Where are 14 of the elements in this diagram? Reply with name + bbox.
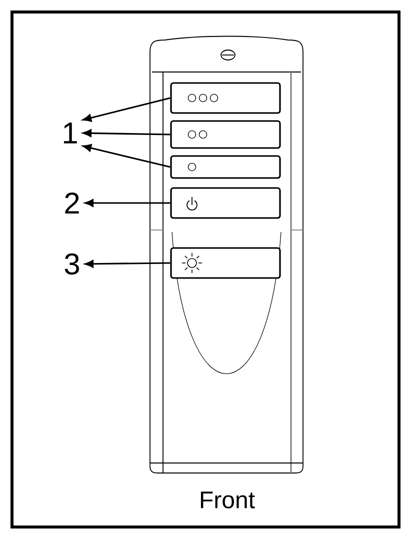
remote-button [170, 247, 281, 279]
remote-button [170, 187, 281, 219]
callout-number: 1 [64, 122, 77, 144]
arrow [82, 129, 170, 138]
remote-button [170, 120, 281, 149]
remote-button [170, 155, 281, 179]
caption: Front [200, 492, 255, 508]
callout-number: 2 [65, 192, 79, 214]
callout-number: 3 [64, 253, 80, 275]
remote-button [170, 82, 281, 114]
arrow [82, 144, 170, 168]
arrow [84, 260, 170, 268]
arrow [84, 199, 170, 207]
arrow [82, 97, 170, 122]
